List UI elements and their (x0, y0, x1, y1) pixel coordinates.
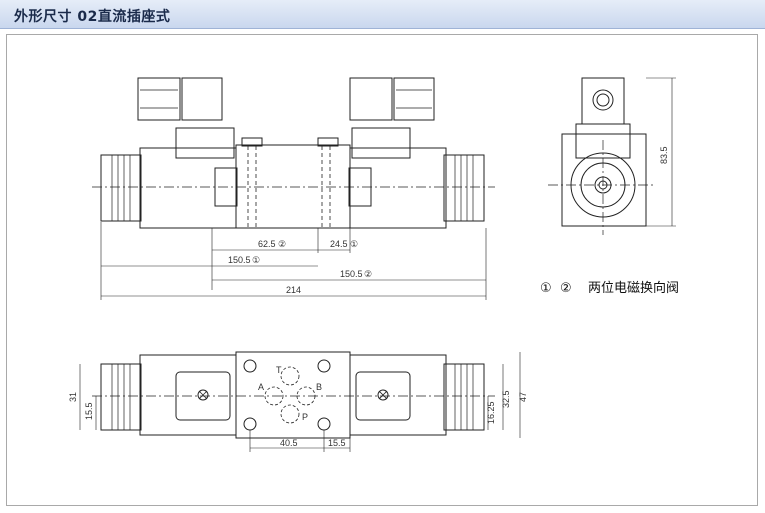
dim-47: 47 (518, 392, 528, 402)
side-body (561, 133, 647, 227)
dim-31: 31 (68, 392, 78, 402)
header-bar: 外形尺寸 02直流插座式 (0, 0, 765, 29)
right-coil-neck (351, 127, 411, 159)
right-coil-body (349, 147, 447, 229)
dim-15-5: 15.5 (328, 438, 346, 448)
port-p: P (302, 412, 308, 422)
dim-150-5-a: 150.5 (228, 255, 251, 265)
right-cap-knurl (454, 155, 474, 221)
top-left-cap (100, 363, 142, 431)
dim-mark: ② (278, 239, 286, 249)
port-a: A (258, 382, 264, 392)
dim-16-25: 16.25 (486, 401, 496, 424)
right-cap (443, 154, 485, 222)
drawing-frame (6, 34, 758, 506)
top-right-cap (443, 363, 485, 431)
left-coil-neck (175, 127, 235, 159)
dim-mark: ② (364, 269, 372, 279)
page-title: 外形尺寸 02直流插座式 (14, 9, 171, 25)
left-cap-knurl (111, 155, 131, 221)
side-view (548, 77, 676, 235)
port-b: B (316, 382, 322, 392)
dim-83-5: 83.5 (659, 146, 669, 164)
dim-15-5-v: 15.5 (84, 402, 94, 420)
top-right-coil (349, 354, 447, 436)
left-plug-head (181, 77, 223, 121)
right-plug-top (393, 77, 435, 121)
legend-mark-2: ② (560, 281, 572, 296)
dim-mark: ① (350, 239, 358, 249)
left-plug-top (137, 77, 181, 121)
dim-214: 214 (286, 285, 301, 295)
dim-32-5: 32.5 (501, 390, 511, 408)
right-plug-head (349, 77, 393, 121)
port-t: T (276, 365, 282, 375)
dim-mark: ① (252, 255, 260, 265)
front-view (92, 77, 495, 300)
dim-150-5-b: 150.5 (340, 269, 363, 279)
top-view (79, 351, 521, 452)
legend-mark-1: ① (540, 281, 552, 296)
dim-62-5: 62.5 (258, 239, 276, 249)
legend-text: 两位电磁换向阀 (588, 280, 679, 296)
dim-24-5: 24.5 (330, 239, 348, 249)
left-cap (100, 154, 142, 222)
dim-40-5: 40.5 (280, 438, 298, 448)
